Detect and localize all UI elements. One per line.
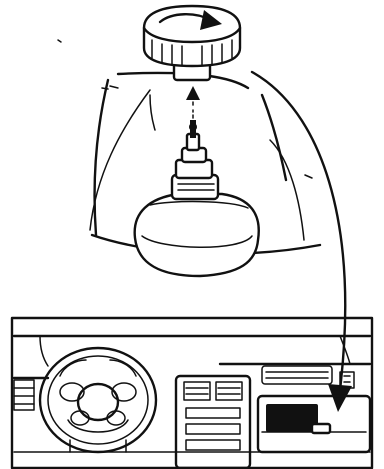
lift-arrow (186, 86, 200, 118)
glove-box-handle (312, 424, 330, 433)
reservoir-body (135, 194, 259, 276)
storage-arrow (252, 72, 352, 412)
steering-wheel (40, 348, 156, 452)
knob-cap (144, 6, 240, 80)
valve-stem (172, 120, 218, 199)
right-vent (262, 366, 332, 384)
center-vents (176, 376, 250, 468)
dashboard-view (12, 318, 372, 468)
glove-box (258, 396, 370, 452)
